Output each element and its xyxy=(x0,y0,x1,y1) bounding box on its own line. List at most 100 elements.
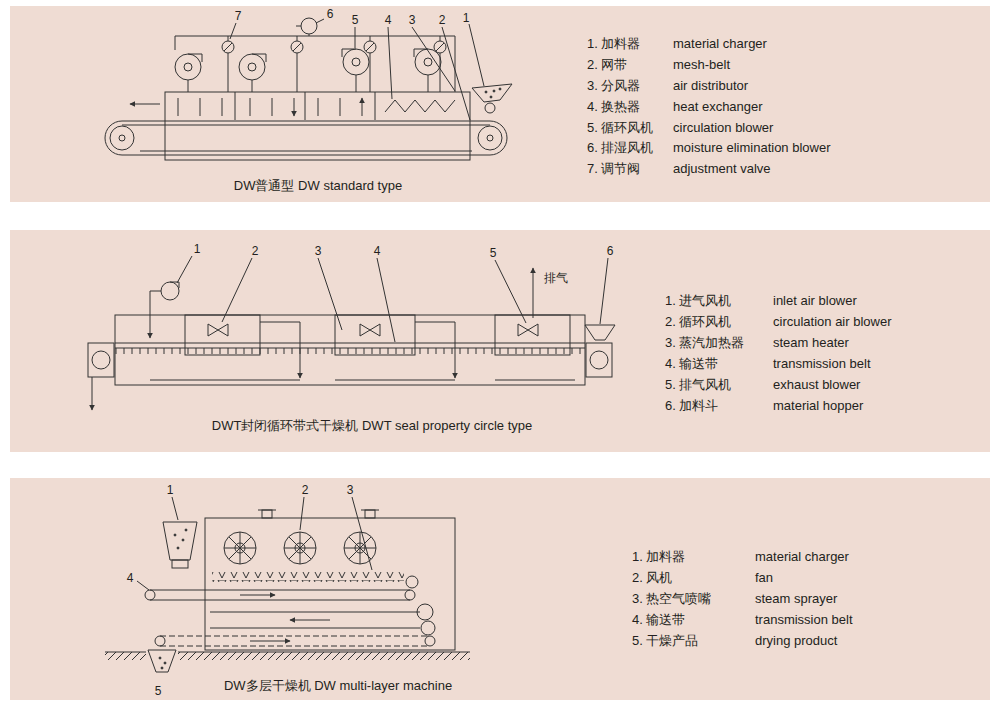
callout-label: 6 xyxy=(607,244,614,258)
legend-text: material hopper xyxy=(773,398,863,414)
legend-text: circulation air blower xyxy=(773,314,892,330)
legend-text: adjustment valve xyxy=(673,161,771,177)
illustration-part xyxy=(485,91,487,93)
legend-text: transmission belt xyxy=(755,612,853,628)
legend-text: moisture elimination blower xyxy=(673,140,831,156)
illustration-part xyxy=(224,43,232,51)
legend-text: 3. 蒸汽加热器 xyxy=(665,335,744,351)
illustration-part xyxy=(490,96,492,98)
legend-text: 3. 热空气喷嘴 xyxy=(632,591,711,607)
moisture-blower xyxy=(301,18,317,34)
leader-lines xyxy=(230,19,484,120)
illustration-part xyxy=(258,510,379,511)
illustration-part xyxy=(421,621,435,635)
legend-text: 5. 干燥产品 xyxy=(632,633,698,649)
illustration-part xyxy=(318,98,362,116)
illustration-part xyxy=(210,612,420,628)
illustration-part xyxy=(110,126,134,150)
dryer-housing xyxy=(205,518,455,650)
illustration-part xyxy=(291,41,303,53)
transmission-belt xyxy=(115,343,585,348)
illustration-part xyxy=(92,377,93,410)
illustration-part xyxy=(164,662,166,664)
circulation-fan xyxy=(208,324,228,336)
illustration-part xyxy=(586,343,612,377)
standard-dryer-illustration xyxy=(10,6,990,202)
illustration-part xyxy=(222,41,234,53)
illustration-part xyxy=(159,657,161,659)
fan xyxy=(224,532,256,564)
illustration-part xyxy=(290,620,330,621)
callout-label: 7 xyxy=(235,9,242,23)
illustration-part xyxy=(161,667,163,669)
illustration-part xyxy=(487,135,493,141)
legend-text: circulation blower xyxy=(673,120,773,136)
illustration-part xyxy=(182,539,184,541)
illustration-part xyxy=(415,49,441,75)
illustration-part xyxy=(344,532,376,564)
legend-text: 1. 加料器 xyxy=(587,36,640,52)
illustration-part xyxy=(155,636,165,646)
illustration-part xyxy=(119,135,125,141)
figure-caption: DW普通型 DW standard type xyxy=(234,178,402,194)
illustration-part xyxy=(284,532,316,564)
illustration-part xyxy=(235,92,375,120)
legend-text: 6. 加料斗 xyxy=(665,398,718,414)
legend-text: 2. 风机 xyxy=(632,570,672,586)
illustration-part xyxy=(493,90,495,92)
illustration-part xyxy=(160,636,430,646)
illustration-part xyxy=(352,58,360,66)
material-charger xyxy=(163,522,197,560)
illustration-part xyxy=(284,532,316,564)
illustration-part xyxy=(296,26,309,36)
callout-label: 2 xyxy=(302,483,309,497)
callout-label: 3 xyxy=(409,13,416,27)
illustration-part xyxy=(360,324,380,336)
illustration-part xyxy=(343,49,369,75)
illustration-part xyxy=(533,268,534,318)
illustration-part xyxy=(150,291,161,338)
dryer-drawing xyxy=(88,256,615,410)
illustration-part xyxy=(122,125,490,151)
illustration-part xyxy=(105,652,146,660)
callout-label: 4 xyxy=(374,244,381,258)
callout-label: 2 xyxy=(439,13,446,27)
illustration-part xyxy=(417,604,433,620)
legend-text: 6. 排湿风机 xyxy=(587,140,653,156)
illustration-part xyxy=(248,63,256,71)
steam-sprayer xyxy=(212,572,404,582)
illustration-part xyxy=(228,36,440,92)
callout-label: 5 xyxy=(352,13,359,27)
dryer-drawing xyxy=(105,18,512,160)
illustration-part xyxy=(130,104,160,105)
legend-text: 1. 进气风机 xyxy=(665,293,731,309)
legend-text: steam heater xyxy=(773,335,849,351)
illustration-part xyxy=(178,98,294,116)
callout-label: 1 xyxy=(167,483,174,497)
legend-text: exhaust blower xyxy=(773,377,860,393)
illustration-part xyxy=(415,322,455,378)
illustration-part xyxy=(518,324,538,336)
heat-exchanger xyxy=(385,100,455,112)
figure-panel: DW普通型 DW standard type76543211. 加料器mater… xyxy=(10,6,990,202)
illustration-part xyxy=(260,322,300,378)
illustration-part xyxy=(414,49,428,92)
dryer-housing xyxy=(165,92,470,160)
figure-caption: DW多层干燥机 DW multi-layer machine xyxy=(224,678,452,694)
illustration-part xyxy=(188,54,202,92)
callout-label: 4 xyxy=(127,571,134,585)
illustration-part xyxy=(170,282,179,288)
illustration-part xyxy=(424,58,432,66)
legend-text: transmission belt xyxy=(773,356,871,372)
dryer-drawing xyxy=(105,497,470,672)
illustration-part xyxy=(366,43,374,51)
multi-layer-dryer-illustration xyxy=(10,478,990,700)
leader-lines xyxy=(137,497,372,590)
illustration-part xyxy=(499,88,501,90)
legend-text: material charger xyxy=(755,549,849,565)
illustration-part xyxy=(145,590,155,600)
illustration-part xyxy=(184,63,192,71)
callout-label: 3 xyxy=(315,244,322,258)
illustration-part xyxy=(342,49,356,92)
illustration-part xyxy=(174,534,176,536)
